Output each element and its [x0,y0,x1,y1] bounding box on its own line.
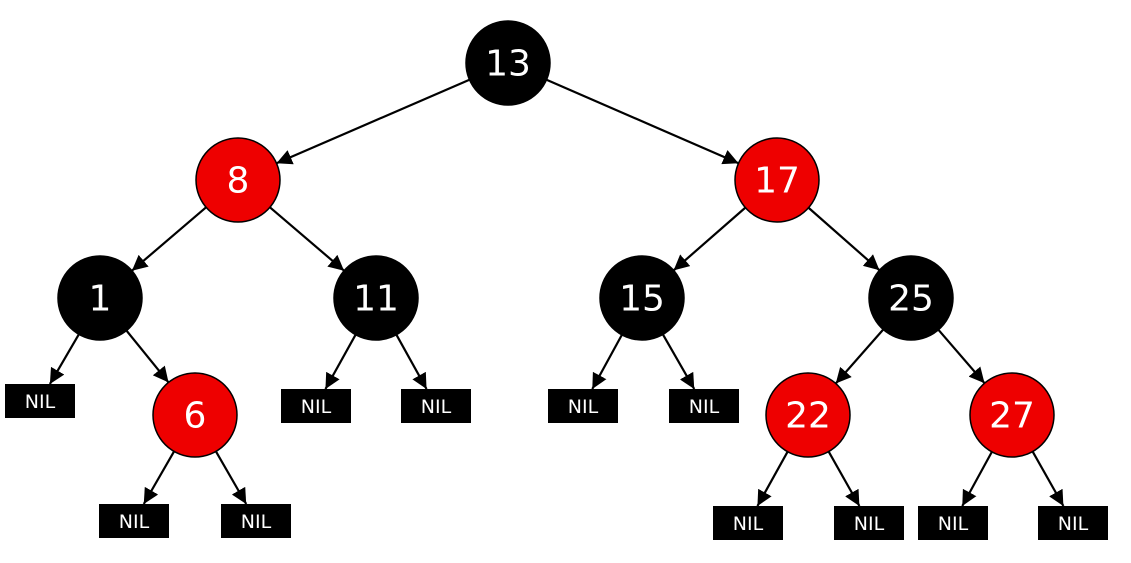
edge-n15-to-nil-15L [591,334,623,390]
tree-node-6: 6 [152,372,238,458]
tree-node-13: 13 [465,20,551,106]
nil-leaf: NIL [281,389,351,423]
nil-leaf: NIL [713,506,783,540]
nil-leaf: NIL [1038,506,1108,540]
nil-label: NIL [733,513,764,535]
edge-n22-to-nil-22R [827,451,861,507]
nil-label: NIL [1058,513,1089,535]
node-label: 11 [353,279,399,320]
node-circle-black [599,255,685,341]
edge-n6-to-nil-6R [214,450,248,505]
nil-leaf: NIL [669,389,739,423]
tree-node-27: 27 [969,372,1055,458]
nil-leaf: NIL [401,389,471,423]
nil-leaves-layer: NIL NIL NIL NIL NIL NIL NIL NIL NIL NIL NIL [5,384,1108,540]
node-circle-red [765,372,851,458]
nil-leaf: NIL [548,389,618,423]
edge-n17-to-n25 [807,206,881,272]
edge-n17-to-n15 [672,206,747,272]
node-label: 22 [785,396,831,437]
node-circle-black [57,255,143,341]
edge-n22-to-nil-22L [756,451,789,507]
edge-n6-to-nil-6L [142,450,176,505]
node-label: 13 [485,44,531,85]
nil-label: NIL [25,391,56,413]
edge-n27-to-nil-27R [1031,451,1065,507]
edge-n25-to-n27 [937,329,986,384]
node-circle-black [465,20,551,106]
nil-box [1038,506,1108,540]
node-circle-black [333,255,419,341]
nil-box [401,389,471,423]
edge-n1-to-nil-1L [48,333,80,385]
nil-box [713,506,783,540]
edge-n27-to-nil-27L [961,451,993,507]
node-label: 17 [754,161,800,202]
tree-node-17: 17 [734,137,820,223]
edge-n8-to-n11 [269,206,345,272]
edge-n11-to-nil-11R [395,334,428,390]
tree-node-1: 1 [57,255,143,341]
edge-n13-to-n17 [546,78,739,165]
tree-node-8: 8 [195,137,281,223]
edge-n15-to-nil-15R [661,333,696,390]
node-circle-red [734,137,820,223]
tree-node-11: 11 [333,255,419,341]
nil-label: NIL [854,513,885,535]
nil-leaf: NIL [5,384,75,418]
node-circle-red [969,372,1055,458]
tree-node-15: 15 [599,255,685,341]
node-circle-red [195,137,281,223]
edge-n8-to-n1 [131,206,207,272]
nil-box [669,389,739,423]
nil-label: NIL [241,511,272,533]
nil-box [5,384,75,418]
nil-leaf: NIL [99,504,169,538]
edge-n11-to-nil-11L [324,334,357,390]
edge-n13-to-n8 [276,78,470,165]
node-label: 27 [989,396,1035,437]
nil-label: NIL [421,396,452,418]
tree-node-25: 25 [868,255,954,341]
nil-box [834,506,904,540]
node-label: 8 [227,161,250,202]
nil-label: NIL [938,513,969,535]
edges-layer [48,78,1065,507]
node-label: 1 [89,279,112,320]
node-label: 15 [619,279,665,320]
tree-node-22: 22 [765,372,851,458]
nil-label: NIL [689,396,720,418]
nil-label: NIL [568,396,599,418]
nil-box [99,504,169,538]
nil-leaf: NIL [221,504,291,538]
nil-box [281,389,351,423]
node-label: 6 [184,396,207,437]
nil-box [918,506,988,540]
nil-label: NIL [301,396,332,418]
edge-n25-to-n22 [834,328,885,385]
nil-box [548,389,618,423]
nil-box [221,504,291,538]
nil-leaf: NIL [918,506,988,540]
nil-label: NIL [119,511,150,533]
node-circle-red [152,372,238,458]
node-label: 25 [888,279,934,320]
edge-n1-to-n6 [125,329,170,384]
node-circle-black [868,255,954,341]
nil-leaf: NIL [834,506,904,540]
